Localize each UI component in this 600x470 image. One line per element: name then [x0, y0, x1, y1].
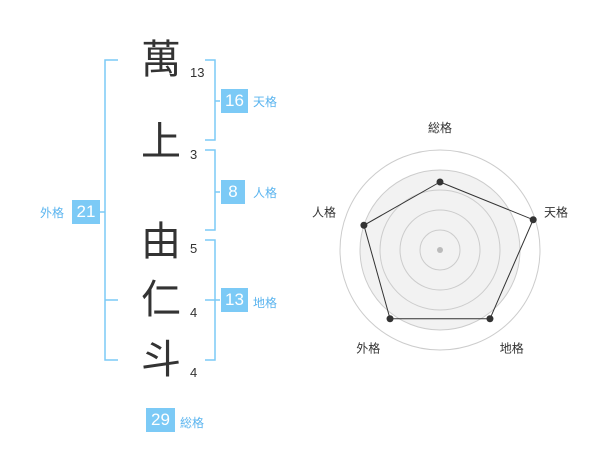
radar-axis-label-4: 外格 [356, 341, 380, 356]
radar-point-3 [486, 315, 494, 323]
tenkaku-bracket [205, 59, 220, 141]
radar-axis-label-2: 天格 [544, 204, 568, 219]
chikaku-value-badge: 13 [221, 288, 248, 312]
radar-center-dot [437, 247, 443, 253]
gaikaku-bracket [100, 59, 118, 361]
radar-point-2 [529, 216, 537, 224]
stroke-count-2: 3 [190, 147, 198, 162]
radar-ring [399, 209, 481, 291]
radar-axis-label-5: 人格 [312, 204, 336, 219]
tenkaku-value-badge: 16 [221, 89, 248, 113]
tenkaku-label: 天格 [253, 95, 278, 109]
chikaku-label: 地格 [253, 296, 278, 310]
jinkaku-label: 人格 [253, 186, 278, 200]
chikaku-bracket [205, 239, 220, 361]
radar-polygon [363, 181, 534, 320]
soukaku-value-badge: 29 [146, 408, 175, 432]
name-char-5: 斗 [141, 337, 181, 383]
radar-point-1 [436, 178, 444, 186]
name-char-1: 萬 [141, 37, 181, 83]
name-char-3: 由 [141, 219, 181, 265]
stroke-count-1: 13 [190, 65, 205, 80]
name-char-4: 仁 [141, 277, 181, 323]
radar-ring [339, 149, 541, 351]
radar-ring [379, 189, 501, 311]
jinkaku-bracket [205, 149, 220, 231]
gaikaku-value-badge: 21 [72, 200, 100, 224]
jinkaku-value-badge: 8 [221, 180, 245, 204]
radar-axis-label-3: 地格 [500, 341, 524, 356]
name-char-2: 上 [141, 119, 181, 165]
gaikaku-label: 外格 [40, 206, 65, 220]
radar-point-5 [360, 221, 368, 229]
stroke-count-3: 5 [190, 241, 198, 256]
radar-axis-label-1: 総格 [428, 120, 452, 135]
radar-point-4 [386, 315, 394, 323]
stroke-count-5: 4 [190, 365, 198, 380]
stroke-count-4: 4 [190, 305, 198, 320]
radar-ring [419, 229, 461, 271]
soukaku-label: 総格 [180, 416, 205, 430]
